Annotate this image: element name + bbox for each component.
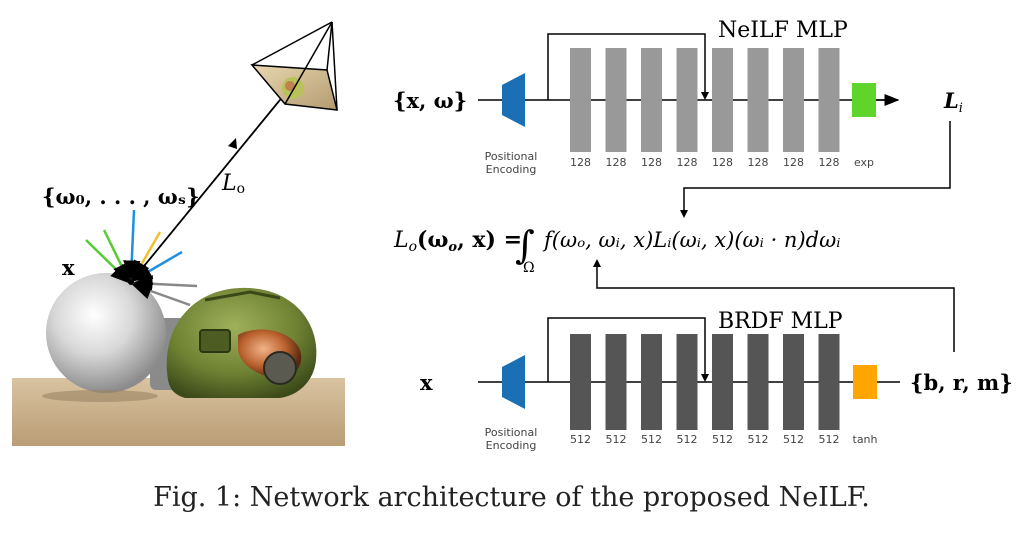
brdf-layer-width-label: 512 <box>606 433 627 446</box>
brdf-layer-width-label: 512 <box>570 433 591 446</box>
neilf-layer <box>747 48 769 152</box>
integral-sign: ∫ <box>515 223 535 267</box>
brdf-layer <box>747 334 769 430</box>
neilf-encoding-label-2: Encoding <box>486 163 537 176</box>
brdf-encoding-label-1: Positional <box>485 426 538 439</box>
outgoing-ray <box>130 94 285 283</box>
figure-caption: Fig. 1: Network architecture of the prop… <box>153 482 870 513</box>
brdf-layers: 512 512 512 512 512 512 512 512 <box>570 334 840 446</box>
equation-rhs: f(ωₒ, ωᵢ, x)Lᵢ(ωᵢ, x)(ωᵢ · n)dωᵢ <box>542 228 840 252</box>
light-directions-label: {ω₀, . . . , ωₛ} <box>42 184 200 209</box>
brdf-title: BRDF MLP <box>718 309 843 334</box>
neilf-encoder <box>502 73 525 127</box>
brdf-encoder <box>502 355 525 409</box>
brdf-layer-width-label: 512 <box>641 433 662 446</box>
helmet-vent <box>263 351 297 385</box>
neilf-layer-width-label: 128 <box>570 156 591 169</box>
brdf-layer <box>712 334 733 430</box>
neilf-activation-label: exp <box>854 156 874 169</box>
neilf-encoding-label-1: Positional <box>485 150 538 163</box>
brdf-layer <box>783 334 804 430</box>
integral-domain: Ω <box>523 260 535 276</box>
neilf-mlp: NeILF MLP {x, ω} Positional Encoding 128… <box>393 18 963 176</box>
white-sphere <box>46 273 166 393</box>
equation-lhs: Lo(ωo, x) = <box>393 227 522 255</box>
point-label: x <box>62 255 75 280</box>
brdf-input-label: x <box>420 370 433 395</box>
neilf-layer <box>641 48 662 152</box>
neilf-layer-width-label: 128 <box>748 156 769 169</box>
neilf-layer <box>605 48 627 152</box>
light-ray <box>131 282 191 307</box>
neilf-layer <box>783 48 804 152</box>
brdf-layer <box>676 334 698 430</box>
rendering-equation: Lo(ωo, x) = ∫ Ω f(ωₒ, ωᵢ, x)Lᵢ(ωᵢ, x)(ωᵢ… <box>393 223 840 276</box>
brdf-layer-width-label: 512 <box>783 433 804 446</box>
brdf-output-label: {b, r, m} <box>910 370 1013 395</box>
neilf-activation <box>852 83 876 117</box>
outgoing-radiance-label: Lo <box>221 171 245 197</box>
brdf-layer <box>818 334 840 430</box>
neilf-layer <box>712 48 733 152</box>
light-ray <box>123 209 141 281</box>
neilf-layer-width-label: 128 <box>819 156 840 169</box>
camera-frustum <box>250 21 338 111</box>
brdf-layer <box>570 334 591 430</box>
light-ray <box>132 275 198 293</box>
neilf-layer-width-label: 128 <box>783 156 804 169</box>
neilf-layer-width-label: 128 <box>712 156 733 169</box>
li-to-equation-connector <box>683 121 951 215</box>
neilf-layer <box>818 48 840 152</box>
helmet-plate <box>199 329 231 353</box>
brdf-layer <box>605 334 627 430</box>
neilf-layer <box>570 48 591 152</box>
neilf-layers: 128 128 128 128 128 128 128 128 <box>570 48 840 169</box>
brdf-layer-width-label: 512 <box>748 433 769 446</box>
brdf-encoding-label-2: Encoding <box>486 439 537 452</box>
brdf-to-equation-connector <box>596 262 955 352</box>
neilf-layer-width-label: 128 <box>606 156 627 169</box>
neilf-title: NeILF MLP <box>718 18 848 43</box>
helmet <box>166 287 317 398</box>
neilf-input-label: {x, ω} <box>393 88 467 113</box>
neilf-layer-width-label: 128 <box>641 156 662 169</box>
brdf-layer <box>641 334 662 430</box>
sphere-shadow <box>42 390 158 402</box>
scene-illustration: {ω₀, . . . , ωₛ} x Lo <box>12 21 345 446</box>
outgoing-arrowhead <box>228 138 237 149</box>
brdf-activation <box>853 365 877 399</box>
brdf-activation-label: tanh <box>853 433 878 446</box>
neilf-output-label: Li <box>943 88 963 116</box>
neilf-layer-width-label: 128 <box>677 156 698 169</box>
neilf-skip-connection <box>547 33 706 100</box>
brdf-layer-width-label: 512 <box>677 433 698 446</box>
brdf-skip-connection <box>547 317 706 382</box>
brdf-layer-width-label: 512 <box>819 433 840 446</box>
neilf-layer <box>676 48 698 152</box>
brdf-layer-width-label: 512 <box>712 433 733 446</box>
